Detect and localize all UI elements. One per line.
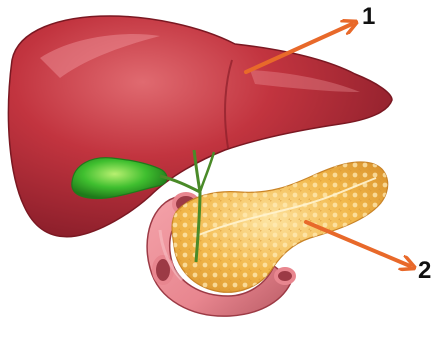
marker-label-1: 1 [362,3,375,30]
duodenum-opening-right [276,269,294,283]
arrow-icon [306,222,410,266]
cystic-duct [160,176,200,192]
marker-label-2: 2 [418,257,431,284]
marker-2: 2 [306,222,431,284]
